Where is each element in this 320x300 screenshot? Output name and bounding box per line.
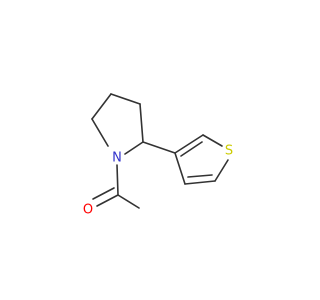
bond-thc3-thc2-inner — [180, 141, 203, 157]
bond-c5-c4 — [91, 93, 112, 120]
structure-canvas: N O S — [82, 93, 234, 218]
bond-cformyl-o-b — [92, 187, 115, 200]
nitrogen-atom-label: N — [112, 151, 122, 166]
bond-s-thc5 — [214, 159, 229, 182]
bond-n-c5 — [91, 118, 109, 147]
bond-c4-c3 — [110, 93, 141, 105]
bond-thc4-thc3 — [174, 152, 186, 185]
bond-thc5-thc4-b — [187, 174, 213, 178]
molecule-structure: N O S — [83, 93, 233, 218]
bond-cformyl-h — [117, 194, 140, 209]
bond-thc2-s — [202, 134, 223, 147]
bond-c2-n — [124, 141, 144, 155]
bond-c2-thc3 — [142, 141, 176, 154]
bond-c3-c2 — [139, 103, 144, 143]
sulfur-atom-label: S — [225, 144, 233, 159]
bond-thc3-thc2 — [174, 134, 204, 154]
bond-thc5-thc4-a — [184, 180, 216, 185]
bond-cformyl-o-a — [96, 194, 119, 207]
oxygen-atom-label: O — [83, 203, 93, 218]
bond-n-cformyl — [116, 164, 119, 196]
